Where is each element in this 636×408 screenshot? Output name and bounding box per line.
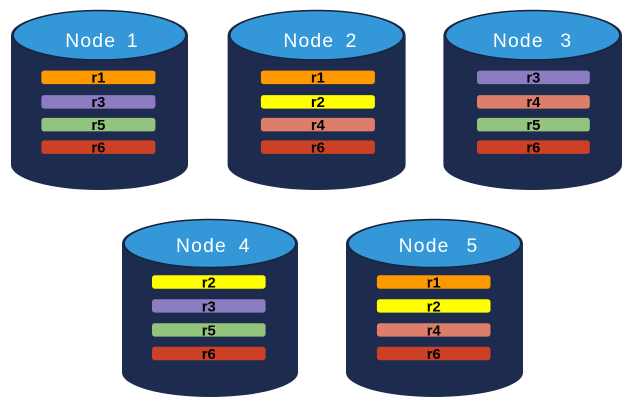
svg-text:Node: Node: [65, 31, 116, 52]
svg-text:r5: r5: [202, 323, 216, 339]
svg-text:Node: Node: [283, 31, 334, 52]
svg-text:r4: r4: [311, 118, 326, 134]
svg-text:r1: r1: [311, 71, 325, 87]
svg-text:r6: r6: [311, 141, 325, 157]
svg-text:r2: r2: [311, 95, 325, 111]
svg-text:r3: r3: [91, 95, 105, 111]
svg-text:r6: r6: [427, 347, 441, 363]
svg-text:Node: Node: [176, 236, 227, 257]
svg-text:r1: r1: [427, 275, 441, 291]
svg-text:3: 3: [560, 31, 571, 52]
svg-text:r5: r5: [526, 118, 540, 134]
svg-text:Node: Node: [399, 236, 450, 257]
svg-text:r6: r6: [91, 141, 105, 157]
svg-text:r4: r4: [427, 323, 442, 339]
svg-text:r1: r1: [91, 71, 105, 87]
svg-text:1: 1: [127, 31, 138, 52]
svg-text:5: 5: [467, 236, 478, 257]
svg-text:Node: Node: [493, 31, 544, 52]
svg-text:r6: r6: [202, 347, 216, 363]
svg-text:2: 2: [346, 31, 357, 52]
svg-text:r4: r4: [526, 95, 541, 111]
svg-text:r2: r2: [202, 275, 216, 291]
svg-text:r6: r6: [526, 141, 540, 157]
svg-text:r3: r3: [526, 71, 540, 87]
svg-text:r5: r5: [91, 118, 105, 134]
svg-text:r2: r2: [427, 299, 441, 315]
svg-text:4: 4: [239, 236, 250, 257]
svg-text:r3: r3: [202, 299, 216, 315]
